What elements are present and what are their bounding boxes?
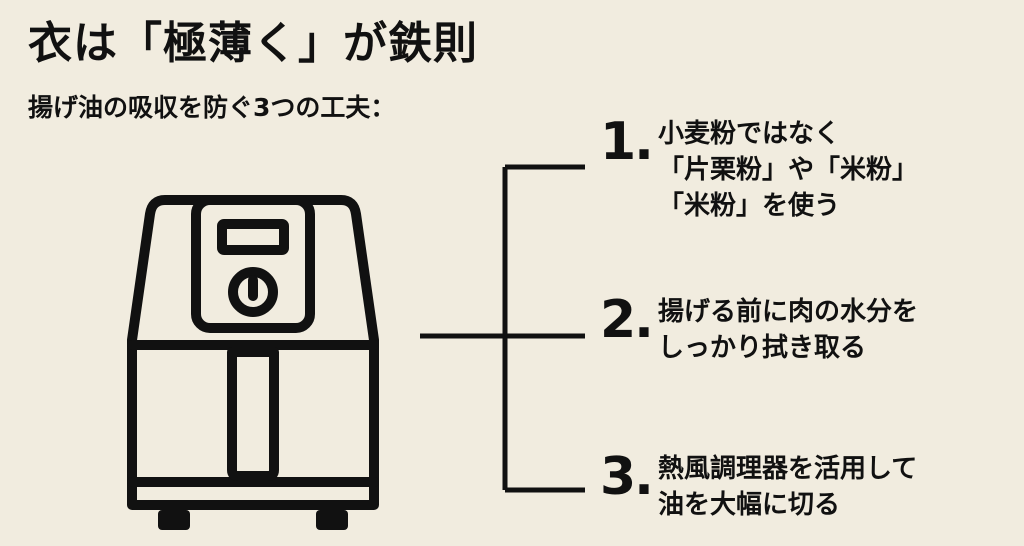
page-subtitle: 揚げ油の吸収を防ぐ3つの工夫： bbox=[28, 93, 396, 122]
point-1-line-1: 小麦粉ではなく bbox=[658, 119, 841, 149]
point-1-number: 1. bbox=[600, 112, 654, 172]
point-1-line-2: 「片栗粉」や「米粉」 bbox=[658, 155, 919, 185]
fryer-knob bbox=[228, 267, 278, 317]
point-1-line-3: 「米粉」を使う bbox=[658, 191, 841, 221]
air-fryer-icon bbox=[127, 195, 379, 530]
point-3-line-1: 熱風調理器を活用して bbox=[658, 454, 918, 484]
point-2-line-2: しっかり拭き取る bbox=[658, 333, 867, 363]
point-3-text: 熱風調理器を活用して 油を大幅に切る bbox=[658, 451, 917, 523]
fryer-left-foot bbox=[158, 510, 190, 530]
fryer-right-foot bbox=[316, 510, 348, 530]
fryer-body bbox=[127, 195, 379, 510]
point-2-text: 揚げる前に肉の水分を しっかり拭き取る bbox=[658, 294, 918, 366]
connector-lines bbox=[420, 164, 585, 493]
point-3-number: 3. bbox=[600, 447, 654, 507]
fryer-control-panel bbox=[191, 195, 315, 333]
page-title: 衣は「極薄く」が鉄則 bbox=[28, 18, 478, 69]
point-2-line-1: 揚げる前に肉の水分を bbox=[658, 297, 919, 327]
point-1-text: 小麦粉ではなく 「片栗粉」や「米粉」 「米粉」を使う bbox=[658, 116, 918, 224]
fryer-display bbox=[217, 219, 289, 255]
point-3-line-2: 油を大幅に切る bbox=[658, 490, 841, 520]
fryer-handle bbox=[227, 347, 279, 481]
point-2-number: 2. bbox=[600, 290, 654, 350]
